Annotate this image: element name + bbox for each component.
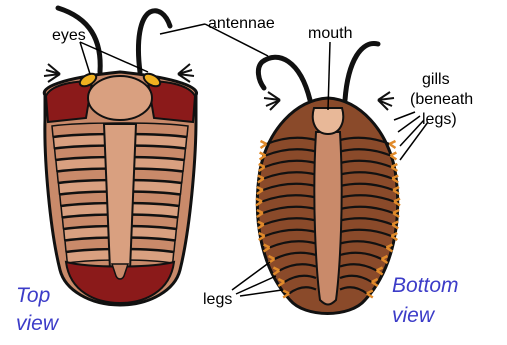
leader-gills-1: [394, 112, 415, 120]
label-gills: gills: [422, 71, 450, 88]
label-gills-legs: legs): [422, 111, 457, 128]
label-eyes: eyes: [52, 27, 86, 44]
top-glabella: [88, 76, 152, 120]
bottom-mouth: [313, 108, 343, 134]
label-antennae: antennae: [208, 15, 275, 32]
bottom-antenna-right: [345, 43, 378, 100]
label-legs: legs: [203, 291, 232, 308]
caption-top-view-line1: Top: [16, 284, 50, 307]
leader-eyes-1: [80, 42, 90, 74]
top-antenna-right: [138, 11, 170, 72]
leader-legs-1: [232, 262, 270, 290]
bottom-leg-fringe-right: [390, 141, 396, 148]
caption-bottom-view-line1: Bottom: [392, 274, 459, 297]
top-axial-lobe: [104, 124, 136, 279]
top-gill-tuft-right: [178, 64, 194, 82]
bottom-central-strip: [314, 132, 341, 305]
leader-gills-2: [398, 116, 420, 132]
bottom-gill-tuft-right: [378, 92, 394, 110]
bottom-antenna-left: [258, 57, 310, 100]
bottom-view-trilobite: [256, 43, 400, 313]
caption-top-view-line2: view: [16, 312, 60, 335]
leader-antennae-1: [160, 24, 205, 34]
caption-bottom-view-line2: view: [392, 304, 436, 327]
top-cephalon-left-lobe: [46, 82, 92, 122]
leader-legs-3: [240, 290, 282, 296]
label-mouth: mouth: [308, 25, 352, 42]
top-gill-tuft-left: [44, 64, 60, 82]
top-view-trilobite: [44, 8, 196, 305]
bottom-gill-tuft-left: [264, 92, 280, 110]
label-gills-beneath: (beneath: [410, 91, 473, 108]
